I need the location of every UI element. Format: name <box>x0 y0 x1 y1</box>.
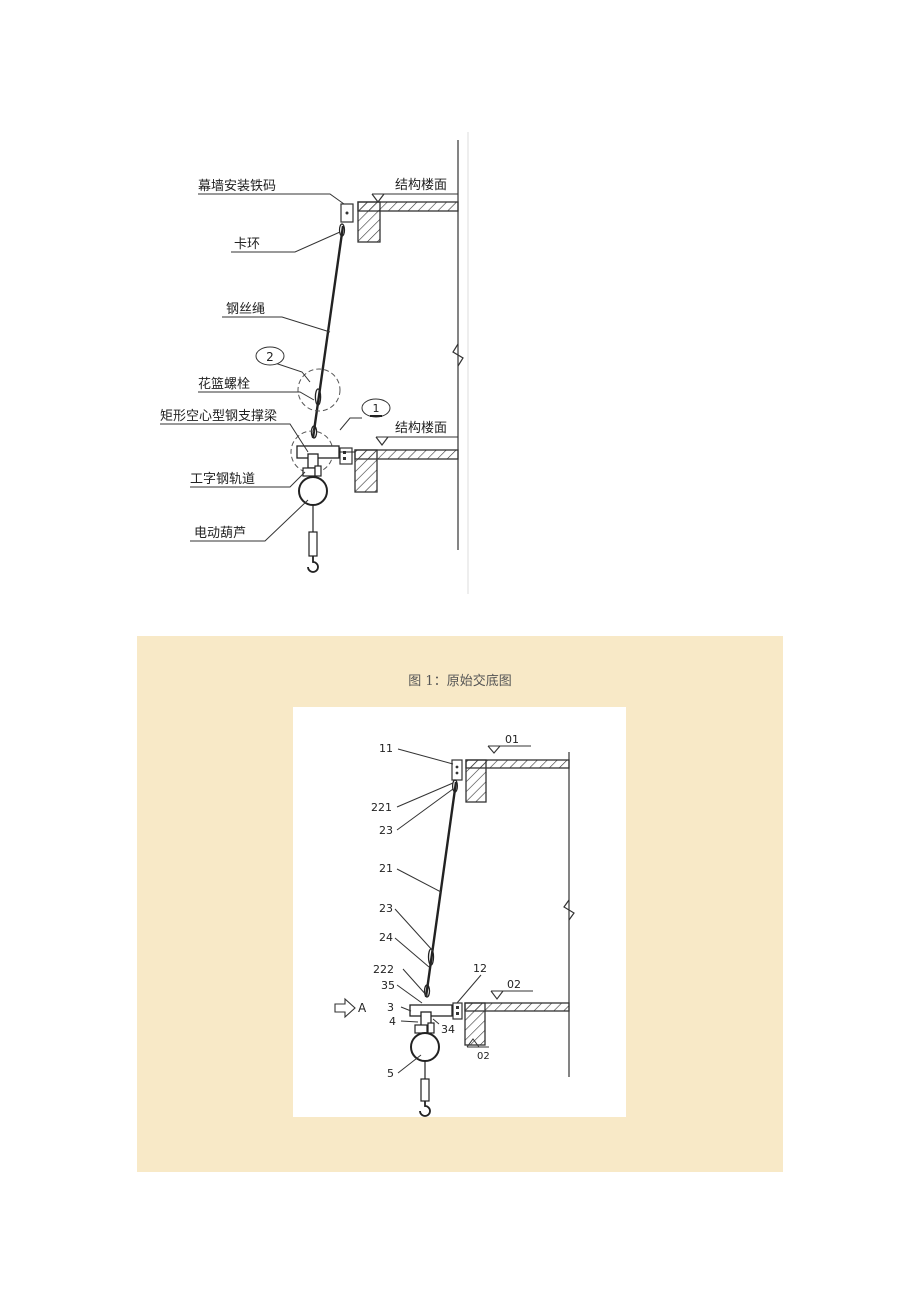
hoist <box>298 453 328 573</box>
label-hoist: 电动葫芦 <box>194 526 246 541</box>
hoist <box>410 1011 440 1117</box>
label-i-beam-track: 工字钢轨道 <box>190 472 255 487</box>
floor-label-upper: 结构楼面 <box>395 178 447 193</box>
floor-level-02: 02 <box>490 978 533 1000</box>
upper-slab <box>340 201 459 243</box>
label-wire-rope: 钢丝绳 <box>226 302 265 317</box>
svg-text:02: 02 <box>507 978 521 991</box>
wire-rope <box>424 781 458 998</box>
label-shackle: 卡环 <box>234 237 260 252</box>
floor-level-01: 01 <box>487 733 531 754</box>
svg-text:02: 02 <box>477 1051 490 1062</box>
floor-level-lower: 结构楼面 <box>375 421 458 446</box>
lower-slab <box>452 1002 570 1046</box>
label-3: 3 <box>387 1001 394 1014</box>
numbered-diagram: 01 02 02 <box>334 733 575 1117</box>
view-a-arrow: A <box>334 997 367 1019</box>
label-35: 35 <box>381 979 395 992</box>
detail-circle-2 <box>297 368 341 412</box>
svg-text:1: 1 <box>373 402 380 415</box>
label-4: 4 <box>389 1015 396 1028</box>
svg-text:A: A <box>358 1001 367 1015</box>
label-5: 5 <box>387 1067 394 1080</box>
label-34: 34 <box>441 1023 455 1036</box>
label-12: 12 <box>473 962 487 975</box>
wire-rope <box>311 225 345 439</box>
svg-text:01: 01 <box>505 733 519 746</box>
label-24: 24 <box>379 931 393 944</box>
label-21: 21 <box>379 862 393 875</box>
label-222: 222 <box>373 963 394 976</box>
svg-text:2: 2 <box>266 350 274 364</box>
floor-level-upper: 结构楼面 <box>371 178 458 203</box>
figure-caption: 图 1：原始交底图 <box>408 674 512 689</box>
detail-bubble-2: 2 <box>255 346 285 366</box>
upper-slab <box>451 759 570 803</box>
label-bracket: 幕墙安装铁码 <box>198 179 276 194</box>
lower-slab <box>339 447 459 493</box>
label-221: 221 <box>371 801 392 814</box>
floor-label-lower: 结构楼面 <box>395 421 447 436</box>
floor-level-02-below: 02 <box>466 1038 490 1062</box>
numbered-diagram-frame: 01 02 02 <box>293 707 626 1117</box>
label-support-beam: 矩形空心型钢支撑梁 <box>160 409 277 424</box>
label-turnbuckle: 花篮螺栓 <box>198 376 250 392</box>
label-11: 11 <box>379 742 393 755</box>
caption-panel: 图 1：原始交底图 01 <box>137 636 783 1172</box>
label-23b: 23 <box>379 902 393 915</box>
detail-bubble-1: 1 <box>361 398 391 418</box>
label-23a: 23 <box>379 824 393 837</box>
original-diagram: 结构楼面 结构楼面 <box>160 132 469 594</box>
